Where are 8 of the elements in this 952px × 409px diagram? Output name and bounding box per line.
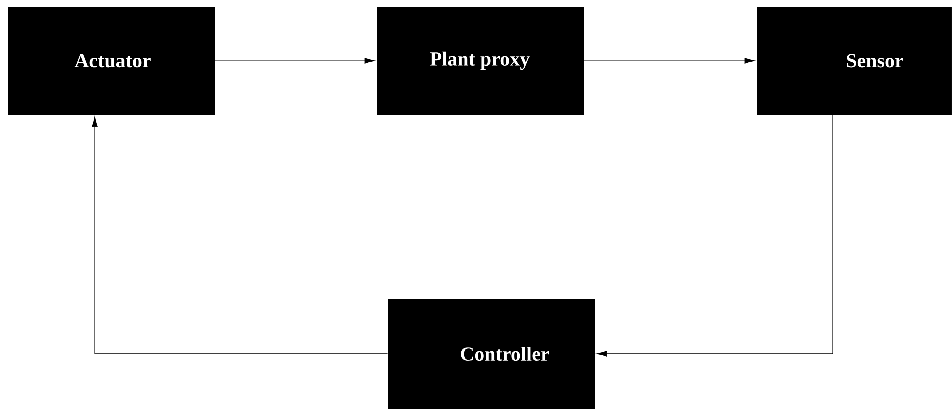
arrow	[596, 114, 834, 357]
arrow	[92, 116, 388, 354]
arrow	[214, 58, 376, 64]
process-box: Actuator	[8, 7, 216, 115]
process-box: Sensor	[757, 7, 952, 115]
arrow	[584, 58, 756, 64]
process-box: Plant proxy	[377, 7, 584, 115]
process-box: Controller	[388, 298, 595, 409]
